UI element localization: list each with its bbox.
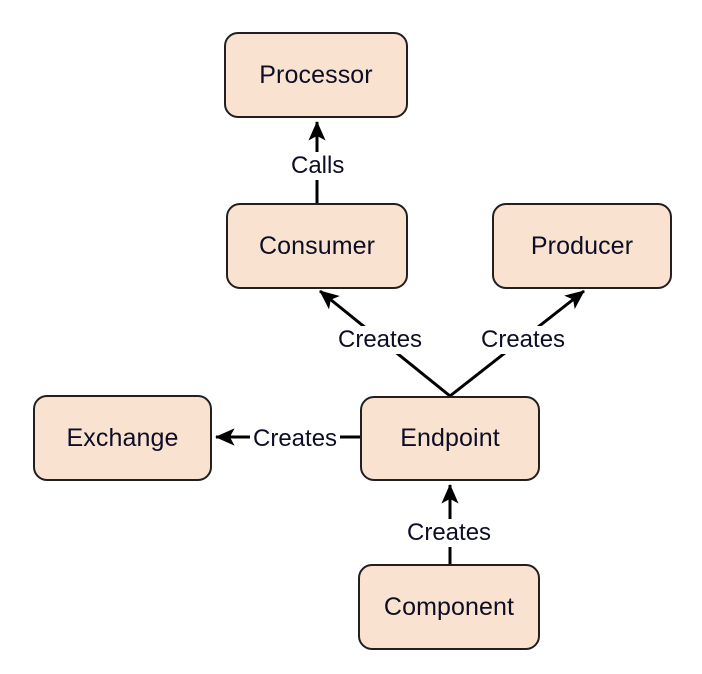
node-processor-label: Processor bbox=[259, 60, 373, 89]
edge-label-creates-endpoint: Creates bbox=[404, 519, 495, 547]
node-producer-label: Producer bbox=[530, 231, 634, 260]
node-endpoint-label: Endpoint bbox=[400, 424, 500, 452]
node-endpoint[interactable]: Endpoint bbox=[360, 396, 540, 481]
edge-label-creates-consumer: Creates bbox=[335, 326, 426, 354]
node-processor[interactable]: Processor bbox=[224, 32, 408, 118]
edge-label-calls: Calls bbox=[288, 152, 348, 180]
edge-label-creates-producer: Creates bbox=[478, 326, 569, 354]
node-exchange[interactable]: Exchange bbox=[33, 395, 212, 481]
edge-label-creates-exchange: Creates bbox=[250, 425, 341, 453]
node-producer[interactable]: Producer bbox=[492, 203, 672, 289]
node-exchange-label: Exchange bbox=[66, 423, 179, 452]
node-component[interactable]: Component bbox=[358, 564, 540, 650]
node-consumer[interactable]: Consumer bbox=[226, 203, 408, 289]
node-consumer-label: Consumer bbox=[258, 231, 376, 260]
node-component-label: Component bbox=[383, 592, 515, 621]
